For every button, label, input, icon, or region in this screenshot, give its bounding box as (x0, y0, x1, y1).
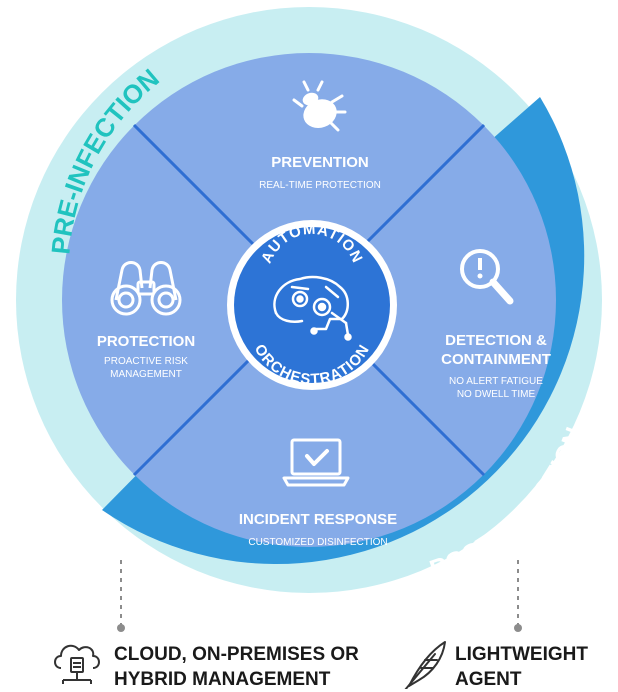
cloud-management-line-2: HYBRID MANAGEMENT (114, 669, 331, 690)
binoculars-icon (110, 261, 182, 316)
center-circle (234, 227, 390, 383)
cloud-server-icon (54, 644, 100, 684)
bug-icon (292, 80, 347, 132)
cloud-leader-dot (117, 624, 125, 632)
brain-gears-icon (273, 275, 352, 341)
protection-subtitle-line-2: MANAGEMENT (110, 369, 182, 380)
agent-leader-dot (514, 624, 522, 632)
feather-icon (404, 641, 446, 689)
lightweight-agent-line-2: AGENT (455, 669, 522, 690)
detection-subtitle-line-1: NO ALERT FATIGUE (449, 376, 543, 387)
lightweight-agent-line-1: LIGHTWEIGHT (455, 644, 588, 665)
magnifier-alert-icon (460, 249, 514, 305)
laptop-check-icon (282, 438, 350, 487)
cloud-management-line-1: CLOUD, ON-PREMISES OR (114, 644, 359, 665)
protection-title: PROTECTION (97, 333, 195, 350)
incident-subtitle: CUSTOMIZED DISINFECTION (248, 537, 387, 548)
cloud-management-label: CLOUD, ON-PREMISES OR HYBRID MANAGEMENT (114, 642, 359, 692)
protection-subtitle-line-1: PROACTIVE RISK (104, 356, 188, 367)
prevention-subtitle: REAL-TIME PROTECTION (259, 180, 381, 191)
detection-title-line-1: DETECTION & (445, 332, 547, 349)
detection-title-line-2: CONTAINMENT (441, 351, 551, 368)
lightweight-agent-label: LIGHTWEIGHT AGENT (455, 642, 588, 692)
prevention-title: PREVENTION (271, 154, 369, 171)
detection-subtitle-line-2: NO DWELL TIME (457, 389, 536, 400)
incident-title: INCIDENT RESPONSE (239, 511, 397, 528)
